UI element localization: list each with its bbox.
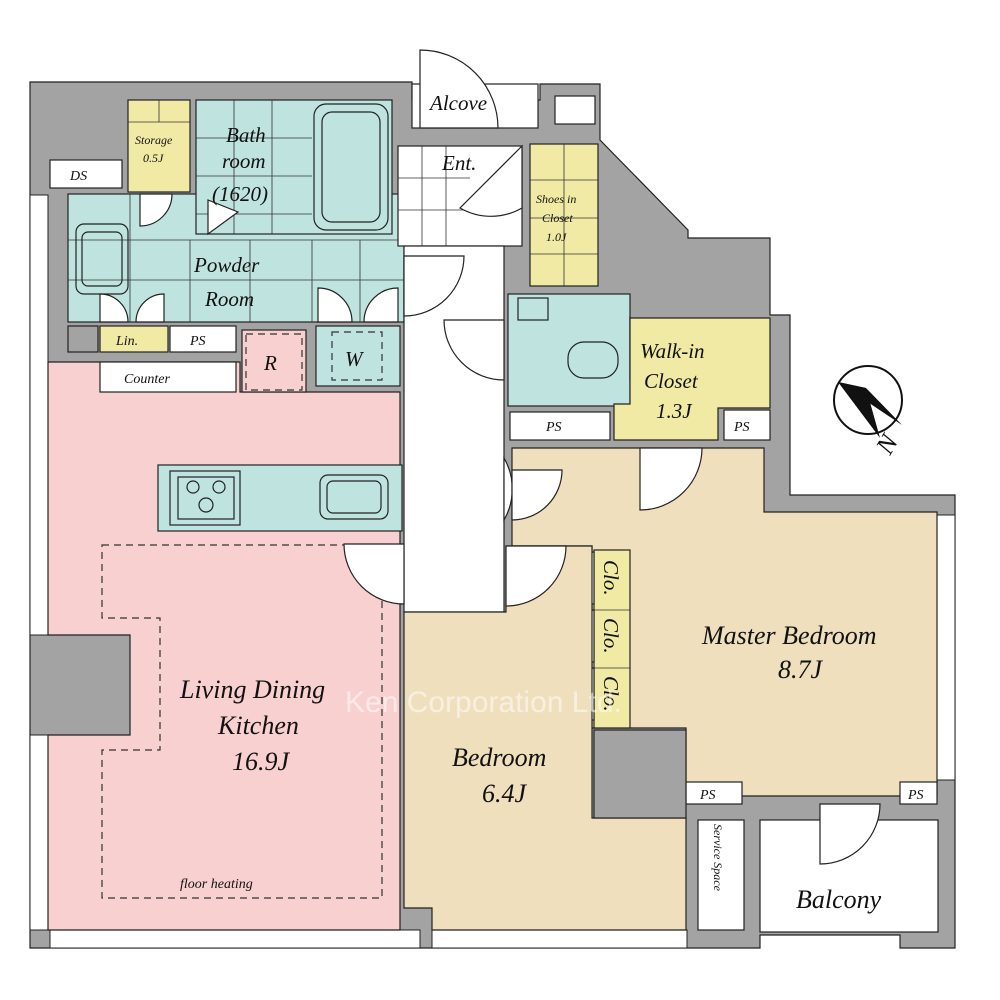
burner-icon: [186, 480, 200, 494]
entrance-label: Ent.: [441, 151, 476, 175]
alcove-label: Alcove: [428, 91, 487, 115]
ps-shaft-master-right: [899, 781, 938, 805]
balcony-door: [819, 803, 881, 865]
window-left-lower: [29, 734, 49, 931]
refrigerator-space: [241, 329, 307, 393]
ldk-label-2: Kitchen: [217, 711, 299, 740]
ps-label-closet: PS: [733, 420, 750, 435]
sink-icon: [319, 474, 389, 520]
bedroom-size: 6.4J: [482, 779, 528, 808]
door-swing: [403, 255, 465, 317]
toilet-bowl: [567, 341, 619, 379]
closet-label: Clo.: [599, 560, 623, 596]
master-bedroom-size: 8.7J: [778, 655, 824, 684]
ldk-label-1: Living Dining: [179, 675, 325, 704]
burner-icon: [212, 480, 226, 494]
north-compass-icon: [833, 365, 903, 438]
walk-in-closet-label-2: Closet: [644, 369, 699, 393]
window-right: [936, 514, 956, 781]
wall-column: [593, 729, 687, 819]
service-space: [697, 819, 745, 931]
ds-label: DS: [69, 169, 87, 184]
washer-dash: [331, 331, 383, 381]
washer-label: W: [345, 347, 365, 371]
window-left: [29, 194, 49, 636]
walk-in-closet-size: 1.3J: [656, 399, 693, 423]
linen-label: Lin.: [115, 334, 138, 349]
door-swing: [505, 545, 567, 607]
ps-shaft-toilet: [509, 411, 611, 441]
refrigerator-dash: [245, 333, 303, 391]
door-swing: [511, 469, 563, 521]
shoes-label-1: Shoes in: [536, 192, 576, 206]
closet-column: [593, 549, 631, 729]
bathroom-label-2: room: [222, 149, 266, 173]
master-bedroom-label: Master Bedroom: [701, 621, 877, 650]
closet-label: Clo.: [599, 618, 623, 654]
walk-in-closet: [613, 317, 771, 441]
closet-label: Clo.: [599, 676, 623, 712]
door-swing: [99, 293, 129, 323]
ps-label-toilet: PS: [545, 420, 562, 435]
counter: [99, 361, 237, 393]
bathroom-label-3: (1620): [212, 182, 268, 206]
bathroom-label-1: Bath: [226, 123, 266, 147]
bathtub-inner: [321, 111, 381, 223]
kitchen-counter: [157, 464, 403, 532]
ps-shaft-closet: [723, 409, 771, 441]
storage-size: 0.5J: [143, 151, 164, 165]
floor-heating-zone: [101, 544, 401, 899]
door-swing: [317, 287, 353, 323]
door-swing: [207, 199, 240, 236]
floor-heating-label: floor heating: [180, 877, 253, 892]
wall-block: [67, 325, 99, 353]
service-space-label: Service Space: [711, 824, 725, 892]
shoes-size: 1.0J: [546, 230, 567, 244]
powder-room-label-2: Room: [204, 287, 254, 311]
ps-label: PS: [189, 334, 206, 349]
powder-room-label-1: Powder: [193, 253, 260, 277]
cooktop-inner: [177, 476, 235, 520]
door-swing: [135, 293, 165, 323]
shoes-tiles: [530, 144, 598, 286]
window-bottom-right: [431, 929, 688, 949]
ps-shaft: [169, 325, 237, 353]
refrigerator-label: R: [263, 351, 277, 375]
window-bottom-left: [49, 929, 421, 949]
entrance-tiles: [398, 146, 470, 246]
counter-label: Counter: [124, 372, 170, 387]
powder-tiles: [68, 194, 404, 322]
vanity-inner: [81, 231, 123, 287]
watermark: Ken Corporation Ltd.: [345, 686, 622, 719]
wall-notch: [554, 95, 596, 125]
balcony: [759, 819, 939, 933]
door-swing: [343, 543, 405, 605]
bathtub: [313, 103, 389, 231]
linen-closet: [99, 325, 169, 353]
sink-inner: [326, 480, 382, 514]
ps-label-master: PS: [699, 788, 716, 803]
ds-shaft: [49, 159, 123, 189]
door-swing: [639, 447, 703, 511]
walk-in-closet-label-1: Walk-in: [640, 339, 705, 363]
toilet-tank: [517, 297, 549, 321]
ldk-size: 16.9J: [232, 747, 291, 776]
door-swing: [443, 319, 505, 381]
ps-label-master-right: PS: [907, 788, 924, 803]
door-swing: [139, 193, 173, 227]
cooktop: [169, 470, 241, 526]
shoes-label-2: Closet: [542, 211, 573, 225]
burner-icon: [198, 497, 214, 513]
bedroom-label: Bedroom: [452, 743, 546, 772]
storage-label: Storage: [135, 133, 173, 147]
door-swing: [363, 287, 399, 323]
entry-door: [419, 49, 499, 129]
toilet-room: [507, 293, 631, 407]
washer-space: [315, 325, 401, 387]
door-swing: [459, 144, 523, 217]
balcony-label: Balcony: [796, 885, 882, 914]
storage-tiles: [128, 100, 190, 123]
